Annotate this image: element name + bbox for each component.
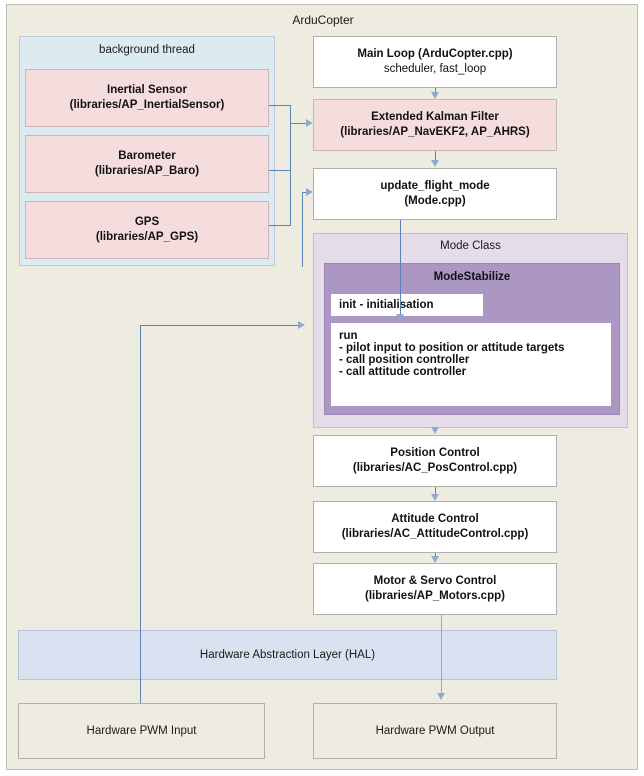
- sensor-path: (libraries/AP_InertialSensor): [69, 99, 225, 111]
- main-loop-title: Main Loop (ArduCopter.cpp): [357, 48, 513, 61]
- position-control-title: Position Control: [390, 447, 480, 460]
- arrow-down-icon: [431, 556, 439, 563]
- mode-init-box[interactable]: init - initialisation: [331, 294, 483, 316]
- ekf-sub: (libraries/AP_NavEKF2, AP_AHRS): [340, 126, 530, 138]
- connector-updateflightmode-run: [400, 220, 401, 317]
- connector-barometer-bus: [269, 170, 291, 171]
- ekf-box[interactable]: Extended Kalman Filter (libraries/AP_Nav…: [313, 99, 557, 151]
- attitude-control-title: Attitude Control: [391, 513, 479, 526]
- connector-inertialsensor-bus: [269, 105, 291, 106]
- motor-servo-control-box[interactable]: Motor & Servo Control (libraries/AP_Moto…: [313, 563, 557, 615]
- sensor-path: (libraries/AP_Baro): [94, 165, 200, 177]
- main-loop-box[interactable]: Main Loop (ArduCopter.cpp) scheduler, fa…: [313, 36, 557, 88]
- connector-ekf-updateflightmode: [435, 151, 436, 162]
- mode-class-label: Mode Class: [440, 240, 501, 252]
- attitude-control-sub: (libraries/AC_AttitudeControl.cpp): [341, 528, 529, 540]
- connector-attitudecontrol-motorservo: [435, 553, 436, 557]
- mode-init-label: init - initialisation: [339, 299, 434, 311]
- arrow-right-icon: [306, 188, 313, 196]
- arrow-down-icon: [431, 494, 439, 501]
- arrow-down-icon: [431, 427, 439, 434]
- sensor-name: Inertial Sensor: [107, 84, 187, 97]
- main-loop-sub: scheduler, fast_loop: [383, 63, 487, 75]
- connector-bus-ekf: [290, 123, 311, 124]
- attitude-control-box[interactable]: Attitude Control (libraries/AC_AttitudeC…: [313, 501, 557, 553]
- mode-stabilize-label: ModeStabilize: [433, 271, 511, 283]
- hardware-pwm-input-label: Hardware PWM Input: [86, 724, 197, 737]
- position-control-box[interactable]: Position Control (libraries/AC_PosContro…: [313, 435, 557, 487]
- connector-sensor-bus-vertical: [290, 105, 291, 225]
- arrow-down-icon: [431, 160, 439, 167]
- ekf-title: Extended Kalman Filter: [371, 111, 499, 124]
- hardware-pwm-output-label: Hardware PWM Output: [375, 724, 495, 737]
- arrow-right-icon: [298, 321, 305, 329]
- connector-mainloop-ekf: [435, 88, 436, 94]
- update-flight-mode-box[interactable]: update_flight_mode (Mode.cpp): [313, 168, 557, 220]
- sensor-name: Barometer: [118, 150, 176, 163]
- mode-run-step: - pilot input to position or attitude ta…: [339, 342, 565, 354]
- motor-servo-title: Motor & Servo Control: [373, 575, 497, 588]
- mode-run-heading: run: [339, 330, 358, 342]
- hardware-pwm-output-box[interactable]: Hardware PWM Output: [313, 703, 557, 759]
- sensor-box-barometer[interactable]: Barometer (libraries/AP_Baro): [25, 135, 269, 193]
- hardware-pwm-input-box[interactable]: Hardware PWM Input: [18, 703, 265, 759]
- connector-positioncontrol-attitudecontrol: [435, 487, 436, 495]
- mode-run-step: - call position controller: [339, 354, 470, 366]
- arrow-right-icon: [306, 119, 313, 127]
- sensor-box-gps[interactable]: GPS (libraries/AP_GPS): [25, 201, 269, 259]
- arrow-down-icon: [396, 314, 404, 321]
- hal-box[interactable]: Hardware Abstraction Layer (HAL): [18, 630, 557, 680]
- connector-pwminput-vertical: [140, 325, 141, 703]
- connector-pwminput-horizontal: [140, 325, 300, 326]
- arrow-down-icon: [431, 92, 439, 99]
- arrow-down-icon: [437, 693, 445, 700]
- diagram-title: ArduCopter: [292, 13, 354, 27]
- sensor-box-inertial-sensor[interactable]: Inertial Sensor (libraries/AP_InertialSe…: [25, 69, 269, 127]
- mode-run-box[interactable]: run - pilot input to position or attitud…: [331, 323, 611, 406]
- position-control-sub: (libraries/AC_PosControl.cpp): [352, 462, 518, 474]
- update-flight-mode-title: update_flight_mode: [380, 180, 490, 193]
- background-thread-label: background thread: [99, 44, 195, 56]
- update-flight-mode-sub: (Mode.cpp): [404, 195, 466, 207]
- sensor-path: (libraries/AP_GPS): [95, 231, 199, 243]
- mode-run-step: - call attitude controller: [339, 366, 467, 378]
- connector-gps-bus: [269, 225, 291, 226]
- sensor-name: GPS: [134, 216, 160, 229]
- motor-servo-sub: (libraries/AP_Motors.cpp): [365, 590, 505, 602]
- hal-label: Hardware Abstraction Layer (HAL): [199, 648, 376, 661]
- connector-gps-branch-vertical: [302, 192, 303, 267]
- connector-motorservo-pwmoutput: [441, 615, 442, 695]
